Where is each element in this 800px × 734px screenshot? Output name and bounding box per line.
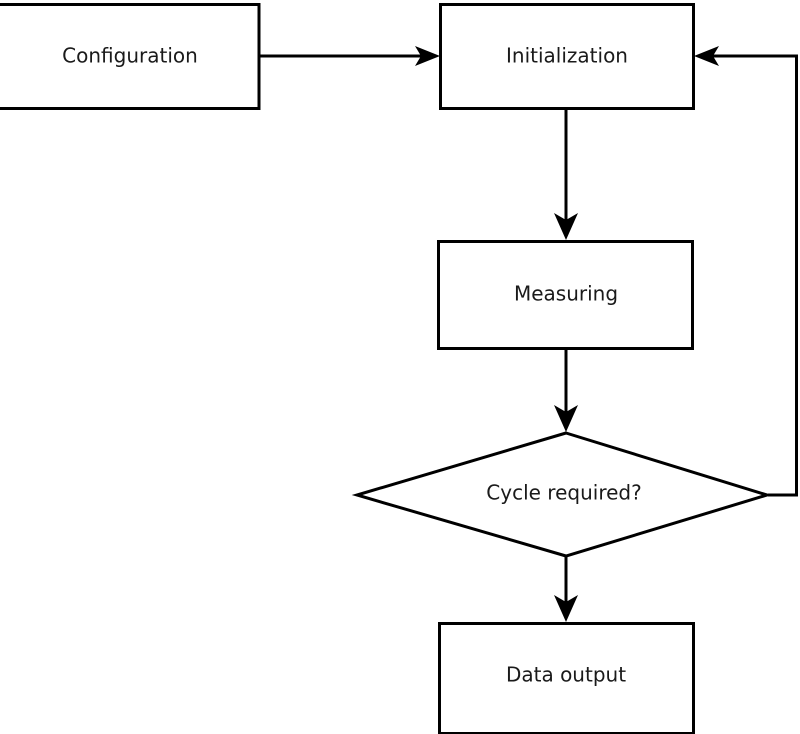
node-measuring[interactable]: Measuring bbox=[437, 240, 694, 350]
node-initialization[interactable]: Initialization bbox=[439, 3, 695, 110]
edge-configuration-to-initialization bbox=[259, 46, 440, 66]
arrow-head-icon bbox=[554, 213, 578, 240]
node-label-cycle-required: Cycle required? bbox=[486, 481, 641, 505]
node-label-configuration: Configuration bbox=[62, 44, 198, 68]
node-data-output[interactable]: Data output bbox=[438, 622, 695, 734]
arrow-head-icon bbox=[415, 46, 440, 66]
node-label-data-output: Data output bbox=[506, 663, 626, 687]
edge-cycle-required-to-initialization bbox=[694, 46, 798, 497]
node-label-initialization: Initialization bbox=[506, 44, 628, 68]
node-shape-rectangle bbox=[0, 3, 261, 110]
node-label-measuring: Measuring bbox=[514, 282, 618, 306]
node-cycle-required[interactable]: Cycle required? bbox=[351, 431, 773, 558]
arrow-head-icon bbox=[554, 405, 578, 432]
edge-cycle-required-to-data-output bbox=[554, 557, 578, 622]
arrow-head-icon bbox=[554, 595, 578, 622]
node-shape-rectangle bbox=[439, 3, 695, 110]
edge-initialization-to-measuring bbox=[554, 110, 578, 240]
node-shape-rectangle bbox=[438, 622, 695, 734]
node-shape-rectangle bbox=[437, 240, 694, 350]
node-shape-diamond bbox=[351, 431, 773, 558]
node-configuration[interactable]: Configuration bbox=[0, 3, 261, 110]
arrow-head-icon bbox=[694, 46, 719, 66]
edge-measuring-to-cycle-required bbox=[554, 350, 578, 432]
edge-line bbox=[705, 54, 798, 497]
